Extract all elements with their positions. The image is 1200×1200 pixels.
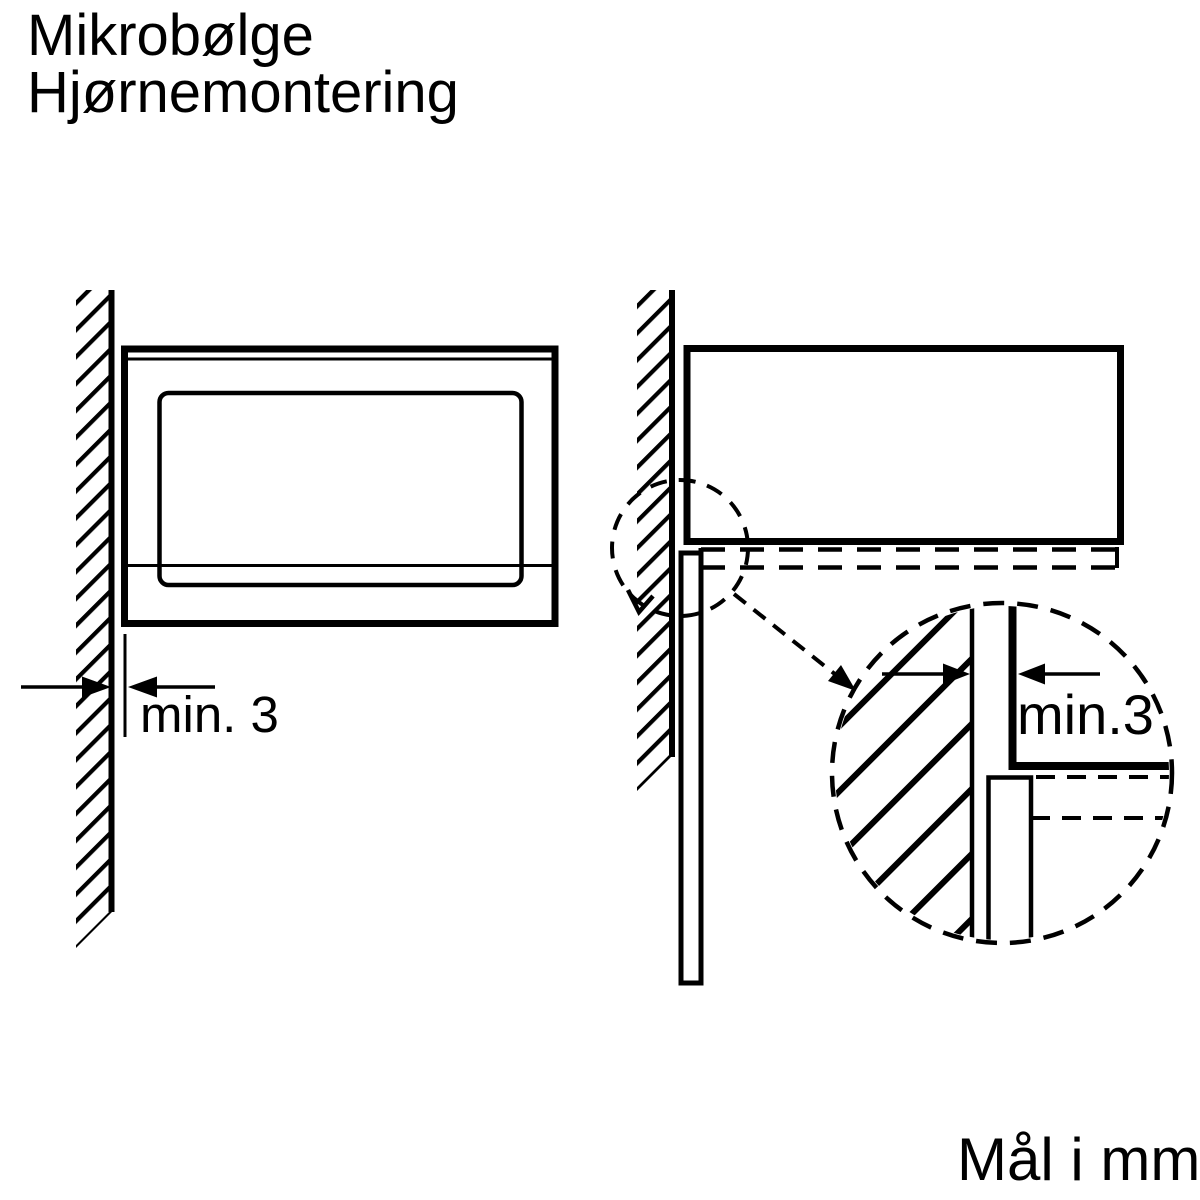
side-cabinet-box	[683, 345, 1124, 545]
page-title: Mikrobølge Hjørnemontering	[27, 3, 459, 125]
detail-dim-left-arrowhead	[943, 663, 970, 685]
front-wall-hatching	[76, 290, 112, 948]
title-line-1: Mikrobølge	[27, 3, 314, 68]
detail-marker-circle	[610, 478, 750, 618]
detail-open-door-panel	[986, 775, 1034, 940]
front-dim-left-arrowhead	[82, 676, 111, 698]
side-wall-hatching	[637, 290, 671, 791]
detail-dimension	[882, 663, 1100, 685]
detail-circle	[829, 600, 1175, 946]
title-line-2: Hjørnemontering	[27, 60, 459, 125]
units-note: Mål i mm	[957, 1126, 1200, 1193]
detail-leader-line	[732, 592, 838, 677]
detail-wall-hatching	[835, 606, 972, 940]
side-view	[637, 290, 1124, 986]
side-open-door-panel	[678, 550, 704, 986]
front-clearance-label: min. 3	[140, 686, 279, 743]
callout-markers	[610, 478, 1175, 946]
front-oven-outer-frame	[121, 345, 559, 627]
front-oven-door-window	[157, 390, 524, 588]
detail-leader-arrowhead	[828, 665, 856, 691]
front-view	[21, 290, 559, 948]
detail-view-content	[835, 606, 1169, 940]
detail-marker-arrow-icon	[625, 588, 655, 617]
front-dim-right-arrowhead	[128, 676, 157, 698]
detail-dim-right-arrowhead	[1018, 663, 1045, 685]
detail-clearance-label: min.3	[1017, 683, 1154, 746]
